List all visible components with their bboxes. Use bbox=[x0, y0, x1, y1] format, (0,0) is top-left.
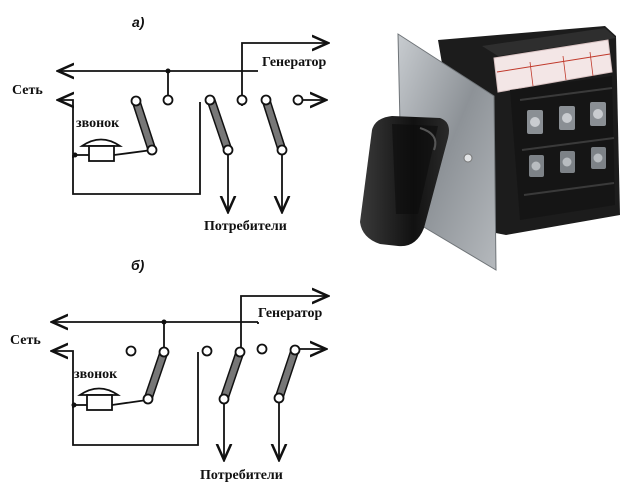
diagram-a-letter: а) bbox=[132, 14, 145, 30]
switch-1-pivot bbox=[146, 144, 158, 156]
switch-2-top bbox=[204, 94, 216, 106]
zvonok-label: звонок bbox=[76, 116, 120, 131]
switch-1-top bbox=[130, 95, 142, 107]
switch-1-top bbox=[158, 346, 170, 358]
switch-1-free-contact bbox=[125, 345, 137, 357]
generator-label: Генератор bbox=[258, 306, 322, 321]
switch-3-top bbox=[260, 94, 272, 106]
contact-2 bbox=[256, 343, 268, 355]
terminal-screws bbox=[527, 102, 606, 177]
seti-label: Сеть bbox=[10, 333, 41, 348]
mounting-hole bbox=[463, 153, 473, 163]
switch-3-pivot bbox=[273, 392, 285, 404]
contact-1 bbox=[162, 94, 174, 106]
diagram-b-letter: б) bbox=[131, 257, 145, 273]
switch-2-pivot bbox=[222, 144, 234, 156]
contact-2 bbox=[236, 94, 248, 106]
bell-body bbox=[88, 145, 115, 162]
contact-3 bbox=[292, 94, 304, 106]
mains-line-bottom bbox=[58, 100, 73, 158]
generator-line bbox=[240, 296, 328, 350]
bell-wire-right bbox=[113, 149, 153, 156]
mains-line-top bbox=[52, 322, 259, 324]
rating-label bbox=[493, 39, 613, 93]
generator-line bbox=[241, 43, 328, 106]
switch-2-top bbox=[234, 346, 246, 358]
bell-wire-right bbox=[111, 399, 148, 406]
rotary-switch-photo bbox=[360, 26, 620, 271]
seti-label: Сеть bbox=[12, 83, 43, 98]
switch-1-pivot bbox=[142, 393, 154, 405]
consumers-label: Потребители bbox=[200, 468, 283, 483]
switch-3-top bbox=[289, 344, 301, 356]
mains-line-bottom bbox=[52, 351, 74, 408]
bell-return-wire bbox=[72, 102, 201, 195]
generator-label: Генератор bbox=[262, 55, 326, 70]
switch-3-pivot bbox=[276, 144, 288, 156]
bell-dome bbox=[77, 387, 121, 396]
switch-2-pivot bbox=[218, 393, 230, 405]
diagram-a: а) Генератор Сеть звонок bbox=[12, 14, 328, 234]
zvonok-label: звонок bbox=[74, 367, 118, 382]
bell-body bbox=[86, 394, 113, 411]
consumers-label: Потребители bbox=[204, 219, 287, 234]
bell-return-wire bbox=[72, 352, 199, 446]
contact-1 bbox=[201, 345, 213, 357]
bell-dome bbox=[79, 138, 123, 147]
diagram-b: б) Генератор Сеть звонок bbox=[10, 257, 328, 483]
